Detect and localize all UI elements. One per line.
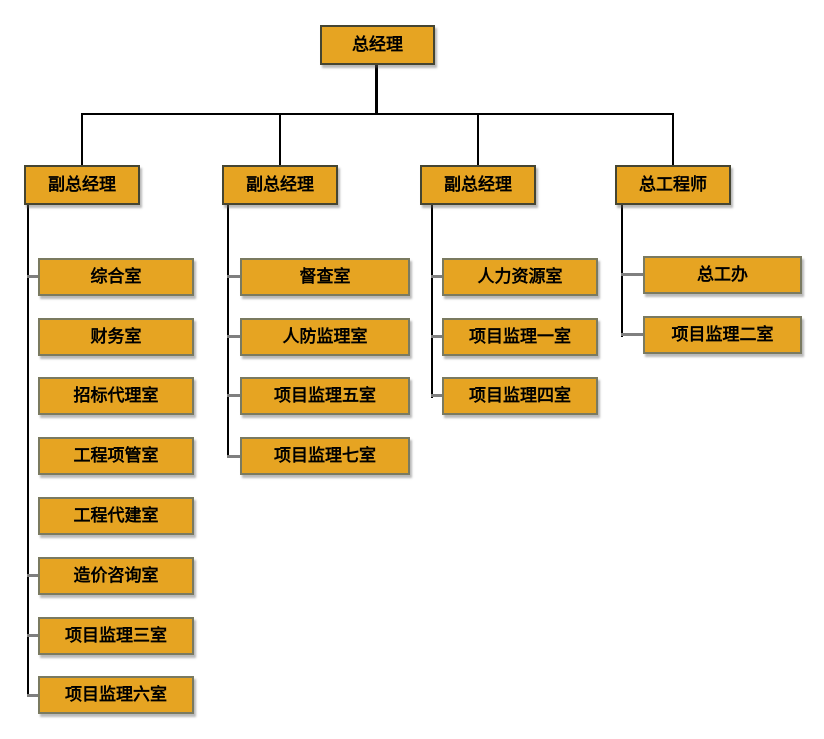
- node-label: 副总经理: [246, 174, 314, 195]
- node-dept-supervision-office-5: 项目监理五室: [240, 377, 410, 415]
- node-chief-engineer: 总工程师: [615, 165, 731, 205]
- connector-trunk: [227, 205, 229, 458]
- node-dept-cost-consulting-office: 造价咨询室: [38, 557, 194, 595]
- node-label: 项目监理四室: [469, 385, 571, 406]
- node-label: 造价咨询室: [73, 565, 159, 586]
- node-dept-supervision-office-6: 项目监理六室: [38, 676, 194, 714]
- node-dept-project-management-office: 工程项管室: [38, 437, 194, 475]
- node-label: 人力资源室: [477, 266, 563, 287]
- connector-stub: [227, 394, 240, 397]
- node-label: 项目监理一室: [469, 326, 571, 347]
- connector-stub: [621, 333, 643, 336]
- connector-line: [375, 65, 378, 115]
- node-deputy-gm-2: 副总经理: [222, 165, 338, 205]
- node-label: 总工办: [697, 264, 748, 285]
- connector-line: [81, 113, 674, 115]
- node-label: 项目监理二室: [671, 324, 774, 345]
- node-dept-chief-engineer-office: 总工办: [643, 256, 802, 294]
- node-label: 督查室: [299, 266, 351, 287]
- node-label: 项目监理七室: [274, 445, 376, 466]
- node-dept-finance-office: 财务室: [38, 318, 194, 356]
- node-label: 工程代建室: [73, 505, 159, 526]
- node-dept-civil-defense-supervision-office: 人防监理室: [240, 318, 410, 356]
- connector-line: [279, 113, 281, 165]
- connector-stub: [27, 694, 38, 697]
- node-dept-inspection-office: 督查室: [240, 258, 410, 296]
- connector-stub: [431, 335, 442, 338]
- connector-stub: [27, 634, 38, 637]
- node-general-manager: 总经理: [320, 25, 435, 65]
- node-dept-general-office: 综合室: [38, 258, 194, 296]
- connector-stub: [227, 455, 240, 458]
- node-label: 项目监理六室: [65, 684, 167, 705]
- node-label: 总工程师: [639, 174, 707, 195]
- node-label: 项目监理五室: [274, 385, 376, 406]
- node-dept-bidding-agency-office: 招标代理室: [38, 377, 194, 415]
- node-label: 项目监理三室: [65, 625, 167, 646]
- node-dept-supervision-office-7: 项目监理七室: [240, 437, 410, 475]
- connector-line: [672, 113, 674, 165]
- node-label: 工程项管室: [73, 445, 159, 466]
- node-label: 人防监理室: [282, 326, 368, 347]
- node-deputy-gm-1: 副总经理: [24, 165, 140, 205]
- node-label: 副总经理: [444, 174, 512, 195]
- connector-stub: [27, 275, 38, 278]
- connector-stub: [227, 275, 240, 278]
- node-dept-supervision-office-1: 项目监理一室: [442, 318, 598, 356]
- connector-line: [81, 113, 83, 165]
- connector-stub: [27, 574, 38, 577]
- node-deputy-gm-3: 副总经理: [420, 165, 536, 205]
- node-dept-project-agent-construction-office: 工程代建室: [38, 497, 194, 535]
- connector-stub: [431, 394, 442, 397]
- connector-line: [477, 113, 479, 165]
- node-label: 总经理: [352, 34, 403, 55]
- node-dept-supervision-office-4: 项目监理四室: [442, 377, 598, 415]
- connector-trunk: [431, 205, 433, 398]
- node-dept-supervision-office-3: 项目监理三室: [38, 617, 194, 655]
- connector-stub: [431, 275, 442, 278]
- node-label: 财务室: [90, 326, 142, 347]
- connector-trunk: [27, 205, 29, 697]
- connector-stub: [227, 335, 240, 338]
- node-dept-human-resources-office: 人力资源室: [442, 258, 598, 296]
- node-label: 综合室: [90, 266, 142, 287]
- node-label: 副总经理: [48, 174, 116, 195]
- node-dept-supervision-office-2: 项目监理二室: [643, 316, 802, 354]
- connector-trunk: [621, 205, 623, 337]
- connector-stub: [621, 273, 643, 276]
- node-label: 招标代理室: [73, 385, 159, 406]
